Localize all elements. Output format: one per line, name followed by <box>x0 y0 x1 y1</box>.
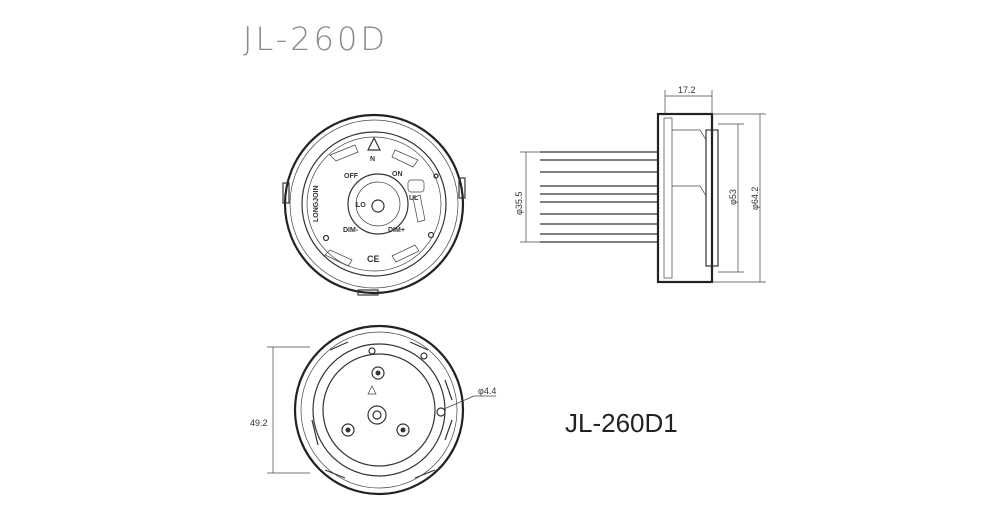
front-lug-right <box>458 177 466 199</box>
front-rim-inner <box>289 119 459 289</box>
front-lug-left <box>282 182 290 204</box>
front-segment <box>324 249 353 267</box>
dim-leader-hole <box>443 395 475 410</box>
front-segment <box>412 194 426 223</box>
side-detail <box>672 129 707 197</box>
front-screw-hole <box>427 231 435 239</box>
front-face <box>301 131 447 277</box>
label-lo: LO <box>356 202 366 209</box>
ul-mark-icon <box>407 179 425 193</box>
dim-hole: φ4.4 <box>478 386 496 396</box>
label-brand: LONGJOIN <box>313 185 320 222</box>
side-flange <box>663 117 673 279</box>
rear-pin-hole <box>341 423 355 437</box>
drawing-title: JL-260D <box>243 20 388 58</box>
dim-width-top: 17.2 <box>678 85 696 95</box>
label-dim-minus: DIM- <box>343 227 359 234</box>
rear-mount-hole <box>436 407 446 417</box>
front-center-hub <box>371 199 385 213</box>
front-segment <box>329 144 359 162</box>
rear-pin-hole <box>396 423 410 437</box>
front-segment <box>391 244 420 263</box>
rear-pin-dot <box>400 427 406 433</box>
front-inner-ring <box>347 173 409 235</box>
side-view: 17.2 φ35.5 φ53 φ64.2 <box>514 85 766 284</box>
label-on: ON <box>392 171 403 178</box>
dim-height-bottom: 49.2 <box>250 418 268 428</box>
side-cap <box>705 129 719 267</box>
north-arrow-icon <box>367 136 381 151</box>
label-ce: CE <box>367 254 380 264</box>
rear-small-hole <box>368 347 376 355</box>
label-ul: UL <box>409 195 419 202</box>
rear-center-hole <box>367 405 387 425</box>
rear-view: 49.2 φ4.4 <box>250 324 496 496</box>
rear-face <box>312 343 446 477</box>
front-outer-rim <box>283 113 465 295</box>
rear-arrow-icon <box>367 385 377 395</box>
dim-phi-mid: φ53 <box>728 189 738 205</box>
front-screw-hole <box>433 173 439 179</box>
rear-center-hole-inner <box>372 410 382 420</box>
front-screw-hole <box>322 234 330 242</box>
front-segment <box>391 149 419 168</box>
side-body <box>656 112 714 284</box>
rear-segments <box>311 341 453 479</box>
label-off: OFF <box>344 173 359 180</box>
rear-pin-dot <box>375 370 381 376</box>
side-prongs <box>540 151 658 243</box>
rear-rim-inner <box>300 331 458 489</box>
label-north: N <box>370 156 375 163</box>
label-dim-plus: DIM+ <box>388 227 405 234</box>
front-view: N LONGJOIN OFF ON LO DIM- DIM+ UL CE <box>282 113 466 296</box>
rear-socket-ring <box>322 353 436 467</box>
rear-pin-dot <box>345 427 351 433</box>
dim-phi-inner: φ35.5 <box>514 192 524 215</box>
front-lug-bottom <box>357 289 379 296</box>
rear-small-hole <box>420 352 428 360</box>
rear-pin-hole <box>371 366 385 380</box>
rear-outer-rim <box>293 324 465 496</box>
front-inner-ring-2 <box>355 181 401 227</box>
dim-phi-outer: φ64.2 <box>750 187 760 210</box>
drawing-subtitle: JL-260D1 <box>565 408 678 438</box>
